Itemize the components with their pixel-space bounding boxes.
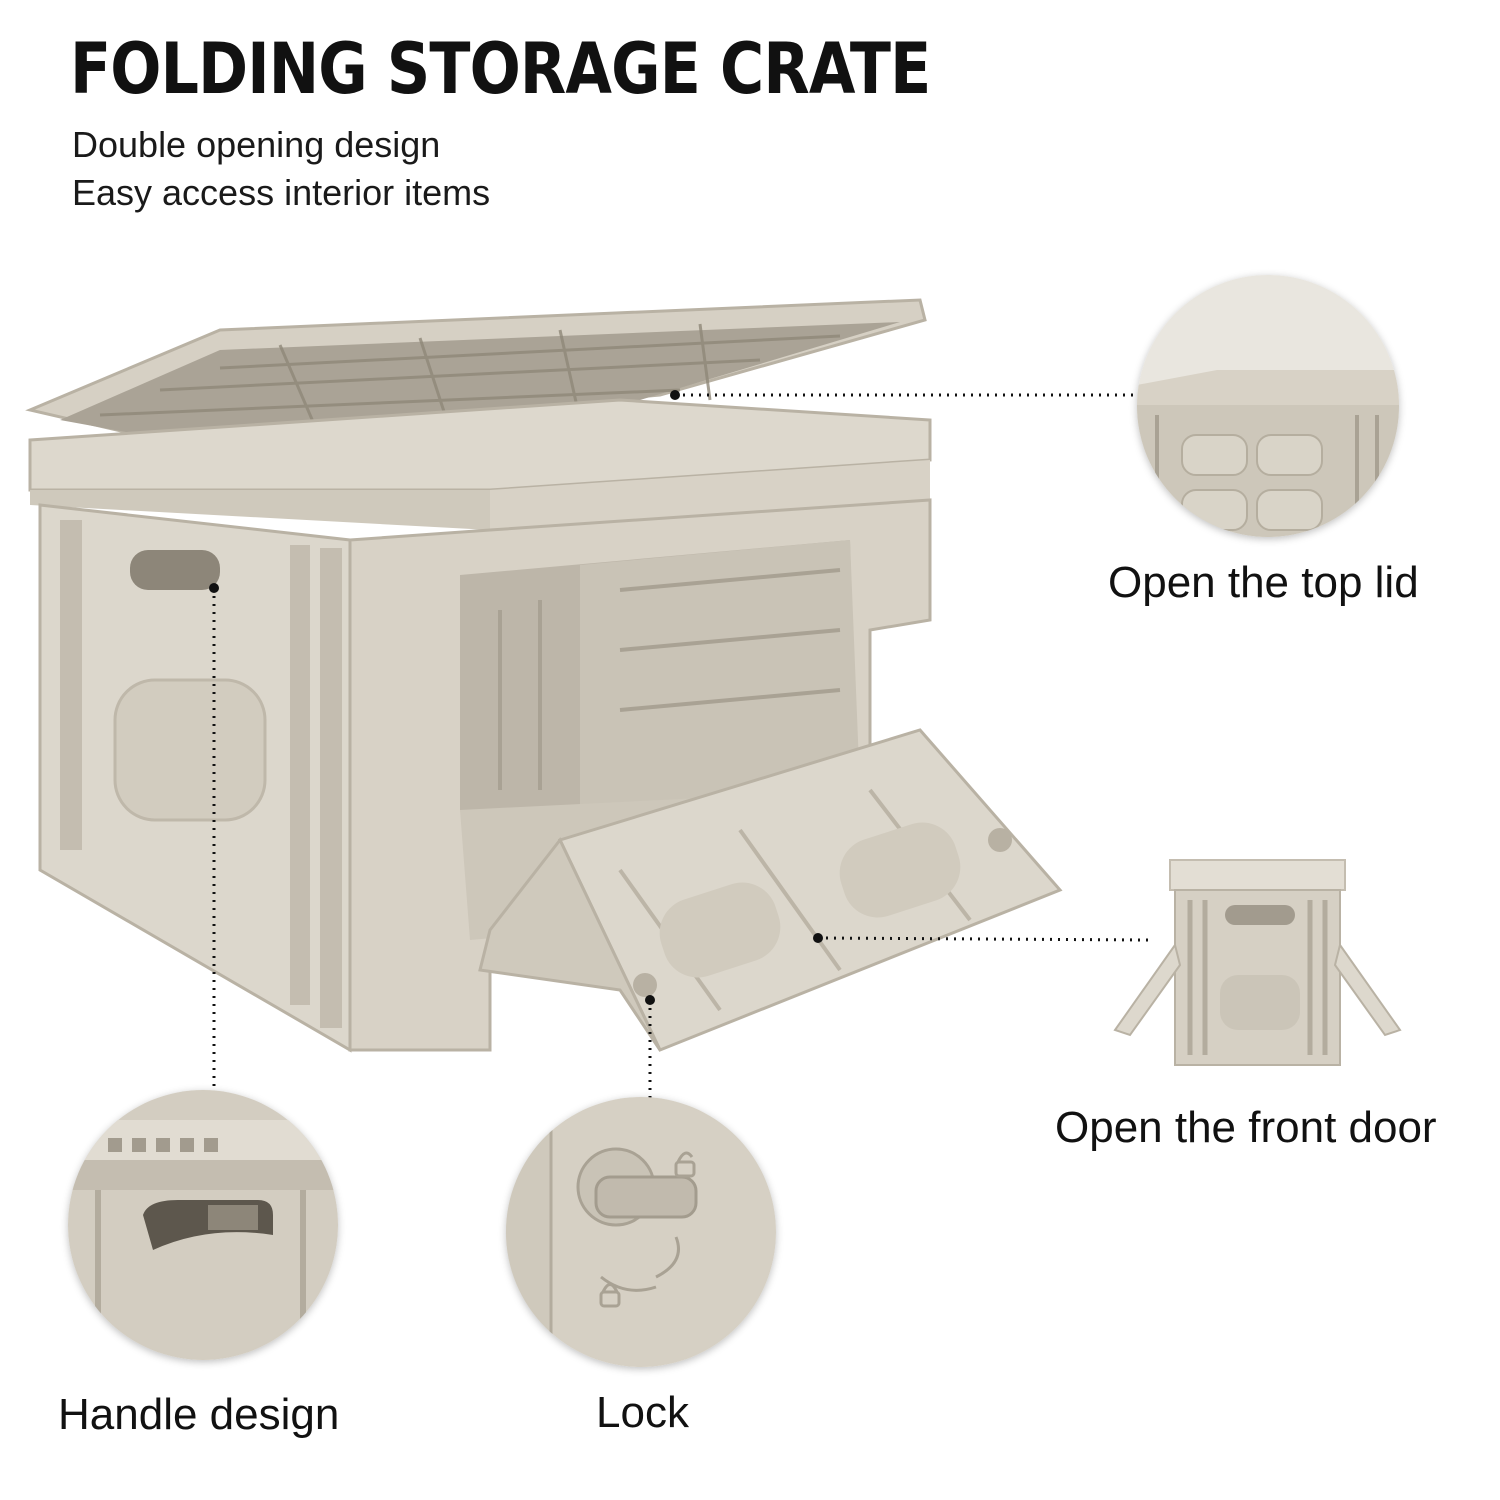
caption-open-front-door: Open the front door <box>1055 1103 1437 1152</box>
caption-lock: Lock <box>596 1388 689 1437</box>
lock-detail-image <box>506 1097 776 1367</box>
page-title: FOLDING STORAGE CRATE <box>70 28 931 110</box>
top-lid-detail-image <box>1137 275 1399 537</box>
front-door-detail-image <box>1113 859 1402 1066</box>
caption-handle-design: Handle design <box>58 1390 340 1439</box>
subtitle-line-1: Double opening design <box>72 124 441 165</box>
crate-illustration <box>25 298 1063 1053</box>
subtitle-line-2: Easy access interior items <box>72 172 491 213</box>
caption-open-top-lid: Open the top lid <box>1108 558 1419 607</box>
handle-detail-image <box>68 1090 338 1360</box>
